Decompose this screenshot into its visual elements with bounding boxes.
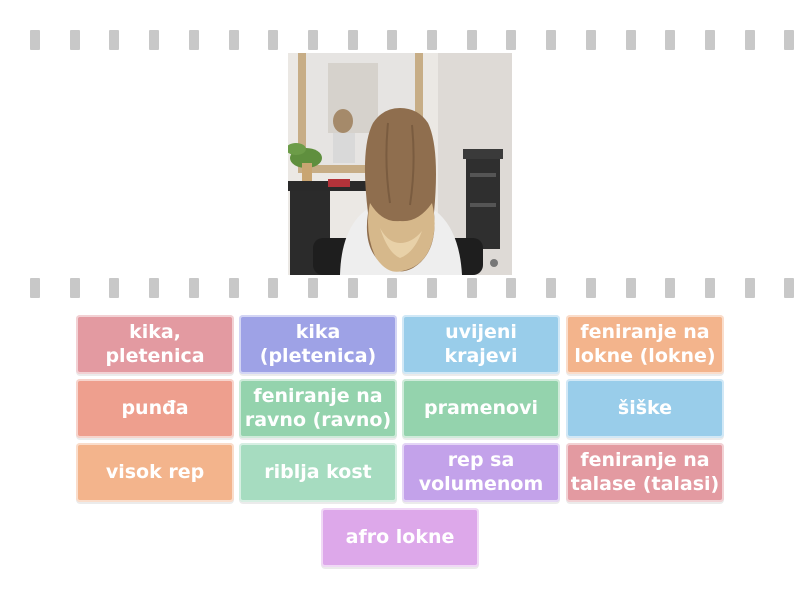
film-strip-hole [625,278,636,298]
tile-riblja-kost[interactable]: riblja kost [239,443,397,502]
tile-label: visok rep [105,460,205,483]
tile-label: punđa [121,396,189,419]
film-strip-bottom [0,278,800,298]
tile-label: pramenovi [424,396,538,419]
film-strip-hole [268,30,279,50]
film-strip-hole [427,30,437,50]
film-strip-hole [506,30,517,50]
film-strip-hole [30,30,40,50]
film-strip-hole [387,30,398,50]
film-strip-top [0,30,800,50]
film-strip-hole [744,30,755,50]
tile-label: feniranje na lokne (lokne) [574,320,716,367]
tile-label: rep sa volumenom [418,448,544,495]
film-strip-hole [466,278,477,298]
film-strip-hole [188,30,199,50]
tile-feniranje-na-lokne[interactable]: feniranje na lokne (lokne) [566,315,724,374]
tile-afro-lokne[interactable]: afro lokne [321,508,479,567]
film-strip-hole [585,30,596,50]
film-strip-hole [149,30,160,50]
film-strip-hole [30,278,40,298]
film-strip-hole [307,30,318,50]
tile-label: uvijeni krajevi [444,320,518,367]
tile-label: feniranje na ravno (ravno) [244,384,392,431]
tile-label: afro lokne [345,525,455,548]
tile-siske[interactable]: šiške [566,379,724,438]
tile-label: šiške [617,396,673,419]
film-strip-hole [784,30,795,50]
film-strip-hole [704,30,715,50]
film-strip-hole [665,278,676,298]
film-strip-hole [188,278,199,298]
film-strip-hole [228,30,239,50]
film-strip-hole [228,278,239,298]
tile-label: riblja kost [264,460,372,483]
tile-feniranje-na-ravno[interactable]: feniranje na ravno (ravno) [239,379,397,438]
film-strip-hole [665,30,676,50]
film-strip-hole [506,278,517,298]
film-strip-hole [704,278,715,298]
film-strip-hole [625,30,636,50]
tile-uvijeni-krajevi[interactable]: uvijeni krajevi [402,315,560,374]
tile-label: kika, pletenica [105,320,205,367]
film-strip-hole [149,278,160,298]
tile-punda[interactable]: punđa [76,379,234,438]
film-strip-hole [546,30,557,50]
tile-visok-rep[interactable]: visok rep [76,443,234,502]
tile-feniranje-na-talase[interactable]: feniranje na talase (talasi) [566,443,724,502]
film-strip-hole [585,278,596,298]
film-strip-hole [546,278,557,298]
tile-label: kika (pletenica) [259,320,377,367]
film-strip-hole [69,278,80,298]
tile-kika-pletenica-paren[interactable]: kika (pletenica) [239,315,397,374]
film-strip-hole [109,30,120,50]
film-strip-hole [109,278,120,298]
film-strip-hole [347,30,358,50]
film-strip-hole [387,278,398,298]
film-strip-hole [347,278,358,298]
film-strip-hole [307,278,318,298]
film-strip-hole [744,278,755,298]
film-strip-hole [427,278,437,298]
tile-pramenovi[interactable]: pramenovi [402,379,560,438]
film-strip-hole [784,278,795,298]
tile-rep-sa-volumenom[interactable]: rep sa volumenom [402,443,560,502]
tile-label: feniranje na talase (talasi) [570,448,720,495]
film-strip-hole [268,278,279,298]
film-strip-hole [466,30,477,50]
tile-kika-pletenica[interactable]: kika, pletenica [76,315,234,374]
film-strip-hole [69,30,80,50]
hairstyle-photo [288,53,512,275]
